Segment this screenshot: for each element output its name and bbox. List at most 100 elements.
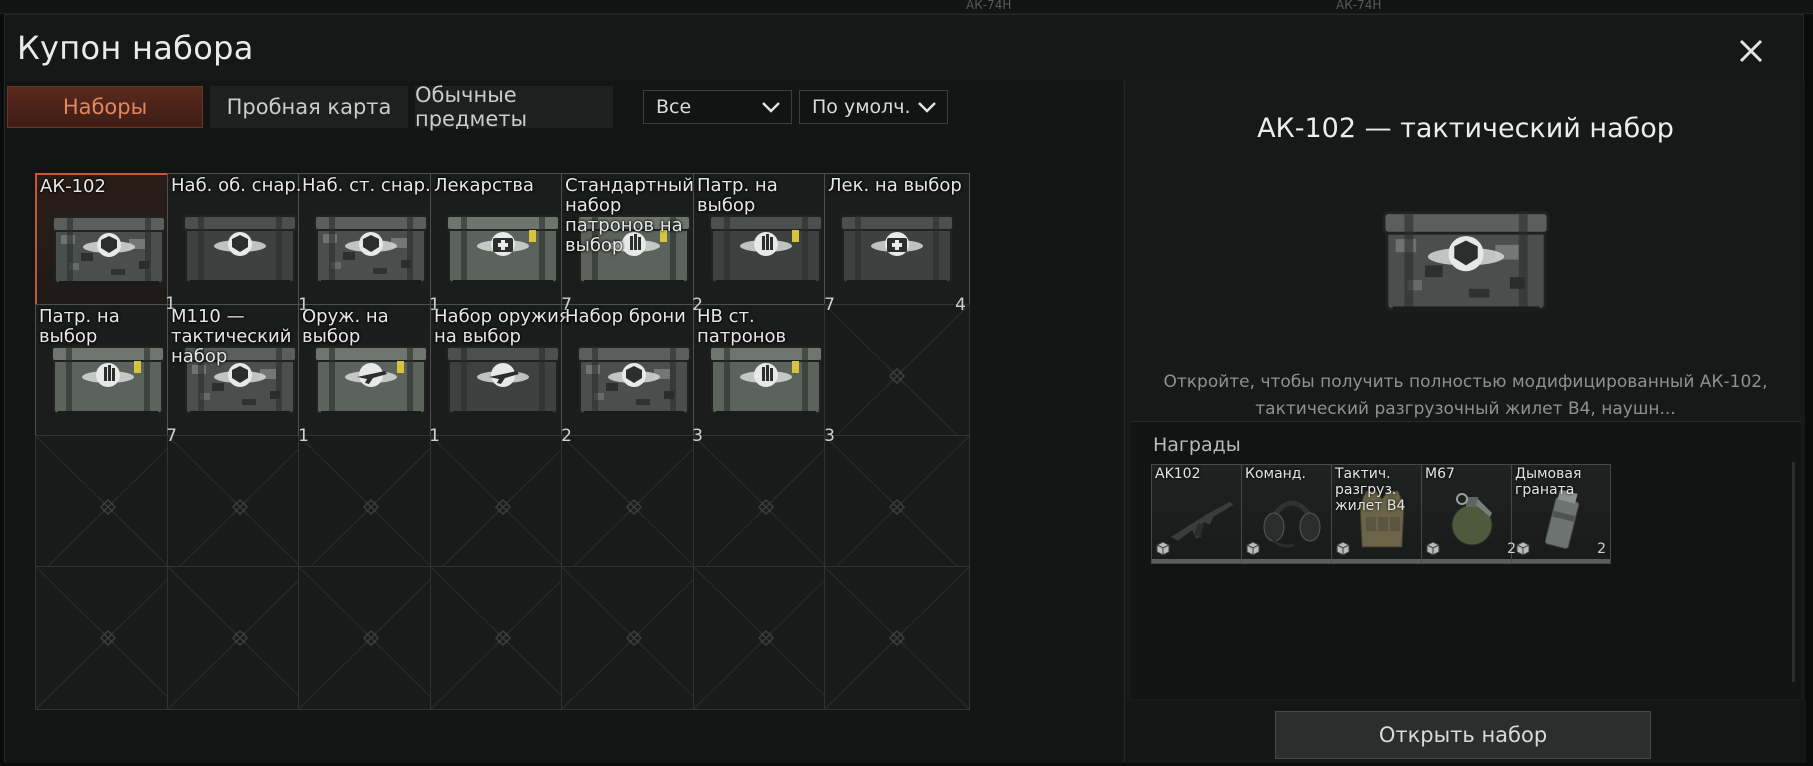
- reward-item[interactable]: Команд.: [1241, 464, 1341, 564]
- tab-trial-card[interactable]: Пробная карта: [210, 86, 408, 128]
- empty-slot-icon: [362, 498, 380, 516]
- item-count: 1: [165, 294, 176, 314]
- open-kit-button[interactable]: Открыть набор: [1275, 711, 1651, 759]
- empty-slot-icon: [888, 367, 906, 385]
- item-name: Лекарства: [434, 175, 534, 196]
- empty-slot: [298, 566, 444, 710]
- background-label: АК-74Н: [1336, 0, 1382, 12]
- item-name: Набор брони: [565, 306, 686, 327]
- kit-crate-image: [445, 335, 561, 425]
- empty-slot-icon: [362, 629, 380, 647]
- box-icon: [1516, 541, 1530, 556]
- kit-crate-image: [1381, 191, 1551, 331]
- close-icon: [1739, 39, 1763, 63]
- item-slot[interactable]: M110 — тактический набор 1: [167, 304, 313, 448]
- kit-crate-image: [182, 335, 298, 425]
- item-count: 7: [166, 426, 177, 446]
- reward-headset-image: [1254, 483, 1330, 553]
- empty-slot: [35, 435, 181, 579]
- reward-rarity-bar: [1332, 559, 1430, 563]
- item-count: 1: [298, 295, 309, 315]
- inventory-panel: Наборы Пробная карта Обычные предметы Вс…: [5, 81, 1123, 763]
- description-line: тактический разгрузочный жилет В4, наушн…: [1255, 399, 1676, 419]
- item-slot[interactable]: Лекарства 7: [430, 173, 576, 317]
- reward-item[interactable]: AK102: [1151, 464, 1251, 564]
- item-count: 1: [298, 426, 309, 446]
- empty-slot: [430, 566, 576, 710]
- close-button[interactable]: [1733, 33, 1769, 69]
- item-name: Патр. на выбор: [697, 175, 778, 216]
- chevron-down-icon: [762, 102, 780, 113]
- reward-item[interactable]: Тактич. разгруз. жилет В4: [1331, 464, 1431, 564]
- reward-name: AK102: [1155, 466, 1201, 482]
- reward-vest-image: [1344, 483, 1420, 553]
- item-count: 1: [429, 295, 440, 315]
- reward-rarity-bar: [1512, 559, 1610, 563]
- chevron-down-icon: [918, 102, 936, 113]
- kit-crate-image: [708, 335, 824, 425]
- description-line: Откройте, чтобы получить полностью модиф…: [1163, 372, 1768, 392]
- empty-slot-icon: [494, 498, 512, 516]
- kit-crate-image: [839, 204, 955, 294]
- item-count: 4: [955, 295, 966, 315]
- kit-crate-image: [576, 335, 692, 425]
- item-slot[interactable]: Наб. об. снар. 1: [167, 173, 313, 317]
- empty-slot: [824, 566, 970, 710]
- background-top-strip: [0, 0, 1813, 14]
- empty-slot: [824, 435, 970, 579]
- kit-crate-image: [445, 204, 561, 294]
- empty-slot: [824, 304, 970, 448]
- empty-slot-icon: [231, 498, 249, 516]
- item-name: M110 — тактический набор: [171, 306, 292, 367]
- detail-panel: АК-102 — тактический набор Откройте, что…: [1124, 81, 1806, 763]
- empty-slot-icon: [888, 629, 906, 647]
- reward-rarity-bar: [1422, 559, 1520, 563]
- item-name: Наб. об. снар.: [171, 175, 302, 196]
- kit-crate-image: [313, 335, 429, 425]
- empty-slot-icon: [757, 498, 775, 516]
- empty-slot: [167, 566, 313, 710]
- box-icon: [1246, 541, 1260, 556]
- item-slot[interactable]: Набор оружия на выбор 2: [430, 304, 576, 448]
- type-filter-dropdown[interactable]: Все: [643, 90, 792, 124]
- detail-title: АК-102 — тактический набор: [1257, 113, 1674, 144]
- item-count: 2: [561, 426, 572, 446]
- item-name: Набор оружия на выбор: [434, 306, 570, 347]
- item-count: 2: [692, 295, 703, 315]
- rewards-scrollbar[interactable]: [1792, 462, 1795, 682]
- reward-count: 2: [1597, 541, 1606, 557]
- type-filter-value: Все: [656, 96, 692, 118]
- item-slot[interactable]: Наб. ст. снар.1: [298, 173, 444, 317]
- empty-slot: [693, 435, 839, 579]
- empty-slot-icon: [231, 629, 249, 647]
- tab-common-items[interactable]: Обычные предметы: [415, 83, 613, 131]
- reward-smoke-image: [1524, 483, 1600, 553]
- item-count: 3: [824, 426, 835, 446]
- kit-coupon-dialog: Купон набора Наборы Пробная карта Обычны…: [4, 14, 1806, 763]
- kit-crate-image: [182, 204, 298, 294]
- box-icon: [1156, 541, 1170, 556]
- empty-slot-icon: [99, 498, 117, 516]
- kit-crate-image: [50, 335, 166, 425]
- reward-name: Дымовая граната: [1515, 466, 1582, 498]
- reward-name: M67: [1425, 466, 1455, 482]
- item-count: 7: [561, 295, 572, 315]
- background-label: АК-74Н: [966, 0, 1012, 12]
- reward-rarity-bar: [1152, 559, 1250, 563]
- kit-crate-image: [576, 204, 692, 294]
- reward-item[interactable]: Дымовая граната 2: [1511, 464, 1611, 564]
- reward-grenade-image: [1434, 483, 1510, 553]
- empty-slot-icon: [888, 498, 906, 516]
- tab-kits[interactable]: Наборы: [7, 86, 203, 128]
- sort-dropdown[interactable]: По умолч.: [799, 90, 948, 124]
